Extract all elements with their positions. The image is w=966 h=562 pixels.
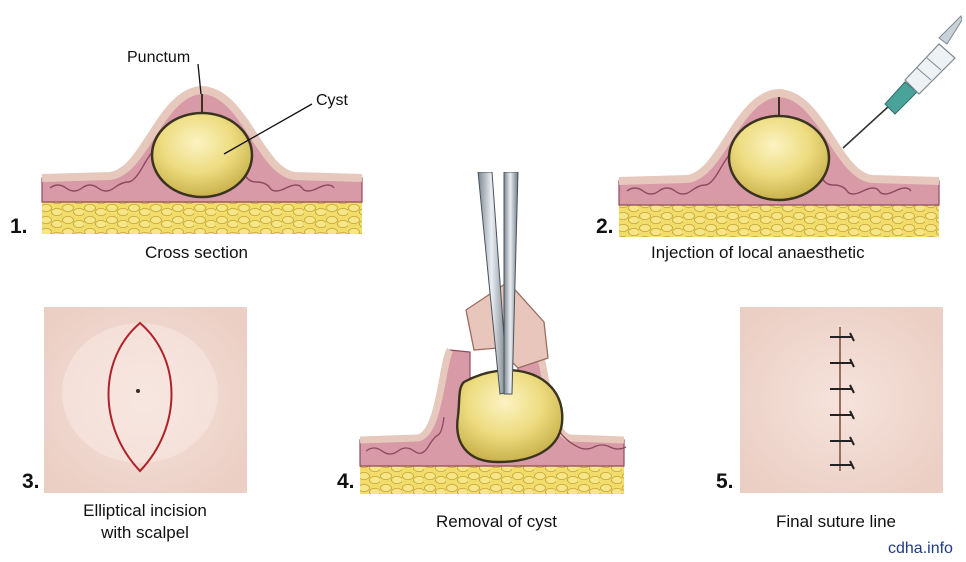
fat-layer [360,464,624,494]
forceps-icon [478,172,518,394]
panel-5-sutures [740,307,943,493]
step-2-caption: Injection of local anaesthetic [651,243,865,263]
panel-2-injection [617,8,962,243]
step-3-number: 3. [22,470,40,494]
punctum-label: Punctum [127,49,190,67]
cyst [729,116,829,200]
fat-layer [42,200,362,234]
cyst-label: Cyst [316,92,348,110]
step-4-caption: Removal of cyst [436,512,557,532]
fat-layer [619,203,939,237]
step-3-caption: Elliptical incision with scalpel [60,500,230,544]
panel-1-cross-section [40,60,365,240]
syringe-icon [843,16,962,148]
step-5-caption: Final suture line [776,512,896,532]
panel-3-incision [44,307,247,493]
step-4-number: 4. [337,470,355,494]
cyst [152,113,252,197]
swelling-highlight [62,323,218,463]
step-1-number: 1. [10,215,28,239]
step-1-caption: Cross section [145,243,248,263]
punctum [136,389,140,393]
step-5-number: 5. [716,470,734,494]
step-3-caption-line1: Elliptical incision [60,500,230,522]
step-3-caption-line2: with scalpel [60,522,230,544]
credit-text: cdha.info [888,540,953,558]
panel-4-removal [358,172,628,497]
